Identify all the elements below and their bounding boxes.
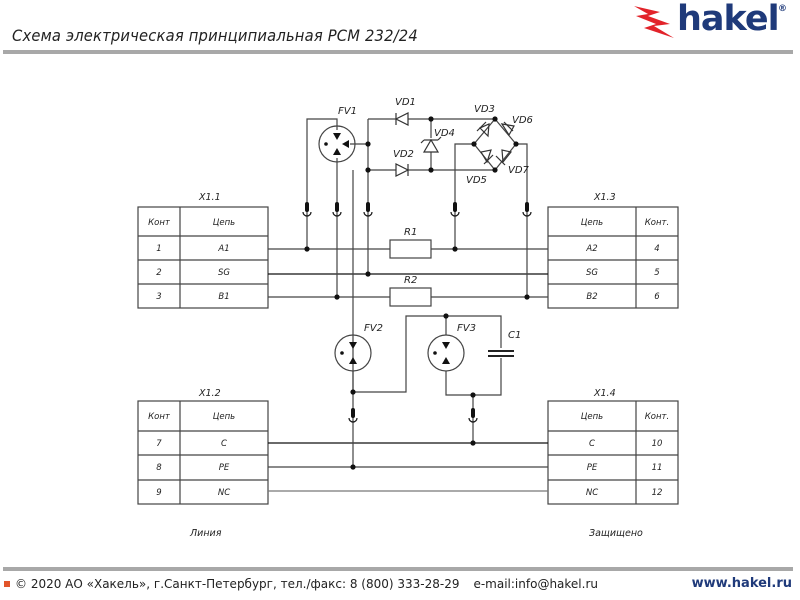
label-fv1: FV1 — [338, 106, 357, 117]
resistor-r2 — [389, 287, 432, 307]
x14-header-circuit: Цепь — [581, 412, 603, 422]
label-c1: C1 — [508, 330, 521, 341]
x11-label: X1.1 — [198, 192, 221, 203]
capacitor-c1 — [488, 350, 514, 357]
x13-cell: 6 — [654, 292, 660, 302]
label-vd7: VD7 — [508, 165, 530, 176]
diode-vd5 — [480, 149, 494, 165]
junction-dots — [304, 116, 530, 470]
x13-label: X1.3 — [593, 192, 616, 203]
x13-header-cont: Конт. — [645, 218, 669, 228]
diode-vd2 — [395, 163, 410, 177]
x12-cell: C — [221, 439, 227, 449]
x11-header-circuit: Цепь — [213, 218, 235, 228]
diode-vd1 — [394, 112, 409, 126]
x11-cell: 1 — [156, 244, 161, 254]
label-vd2: VD2 — [393, 149, 414, 160]
footer-website-link[interactable]: www.hakel.ru — [691, 576, 792, 591]
footer: © 2020 АО «Хакель», г.Санкт-Петербург, т… — [4, 577, 598, 591]
x12-cell: 9 — [156, 488, 161, 498]
socket-symbols — [302, 202, 532, 423]
x14-label: X1.4 — [593, 388, 616, 399]
x13-cell: B2 — [586, 292, 597, 302]
connector-x13-table — [547, 206, 679, 309]
bullet-square-icon — [4, 581, 10, 587]
page-title: Схема электрическая принципиальная РСМ 2… — [12, 26, 418, 45]
footer-divider — [3, 567, 793, 571]
x14-header-cont: Конт. — [645, 412, 669, 422]
label-vd6: VD6 — [512, 115, 533, 126]
x13-cell: 4 — [654, 244, 659, 254]
side-label-protected: Защищено — [589, 528, 643, 539]
x11-cell: A1 — [217, 244, 229, 254]
label-fv2: FV2 — [364, 323, 383, 334]
side-label-line: Линия — [189, 528, 222, 539]
x14-cell: PE — [587, 463, 598, 473]
label-vd4: VD4 — [434, 128, 455, 139]
x14-cell: 11 — [652, 463, 663, 473]
x11-cell: 3 — [156, 292, 161, 302]
header-divider — [3, 50, 793, 54]
x12-cell: NC — [218, 488, 230, 498]
schematic: FV1 VD1 VD2 VD3 VD4 VD5 VD6 VD7 R1 R2 FV… — [137, 97, 679, 539]
hakel-logo[interactable]: hakel ® — [630, 0, 790, 40]
registered-mark: ® — [778, 4, 787, 14]
connector-x14-table — [547, 400, 679, 505]
x11-cell: B1 — [218, 292, 229, 302]
resistor-r1 — [389, 239, 432, 259]
lightning-icon — [634, 6, 674, 38]
x11-header-cont: Конт — [148, 218, 171, 228]
footer-copyright: © 2020 АО «Хакель», г.Санкт-Петербург, т… — [15, 577, 460, 591]
diode-vd7 — [495, 149, 513, 166]
x14-cell: C — [589, 439, 595, 449]
connector-x11-table — [137, 206, 269, 309]
x12-cell: PE — [219, 463, 230, 473]
diode-vd6 — [500, 121, 515, 137]
label-vd3: VD3 — [474, 104, 495, 115]
diode-vd4 — [420, 136, 442, 153]
x12-label: X1.2 — [198, 388, 221, 399]
label-vd5: VD5 — [466, 175, 487, 186]
x12-cell: 8 — [156, 463, 162, 473]
label-r2: R2 — [404, 275, 417, 286]
x12-header-cont: Конт — [148, 412, 171, 422]
x14-cell: 12 — [652, 488, 663, 498]
x14-cell: NC — [586, 488, 598, 498]
x13-header-circuit: Цепь — [581, 218, 603, 228]
logo-text: hakel — [677, 0, 780, 39]
x11-cell: 2 — [156, 268, 161, 278]
connector-x12-table — [137, 400, 269, 505]
label-r1: R1 — [404, 227, 417, 238]
x13-cell: SG — [586, 268, 598, 278]
x13-cell: 5 — [654, 268, 659, 278]
x14-cell: 10 — [652, 439, 663, 449]
label-fv3: FV3 — [457, 323, 476, 334]
diode-vd3 — [476, 121, 490, 138]
x11-cell: SG — [218, 268, 230, 278]
x12-header-circuit: Цепь — [213, 412, 235, 422]
label-vd1: VD1 — [395, 97, 416, 108]
x13-cell: A2 — [585, 244, 597, 254]
x12-cell: 7 — [156, 439, 162, 449]
footer-email[interactable]: e-mail:info@hakel.ru — [473, 577, 598, 591]
